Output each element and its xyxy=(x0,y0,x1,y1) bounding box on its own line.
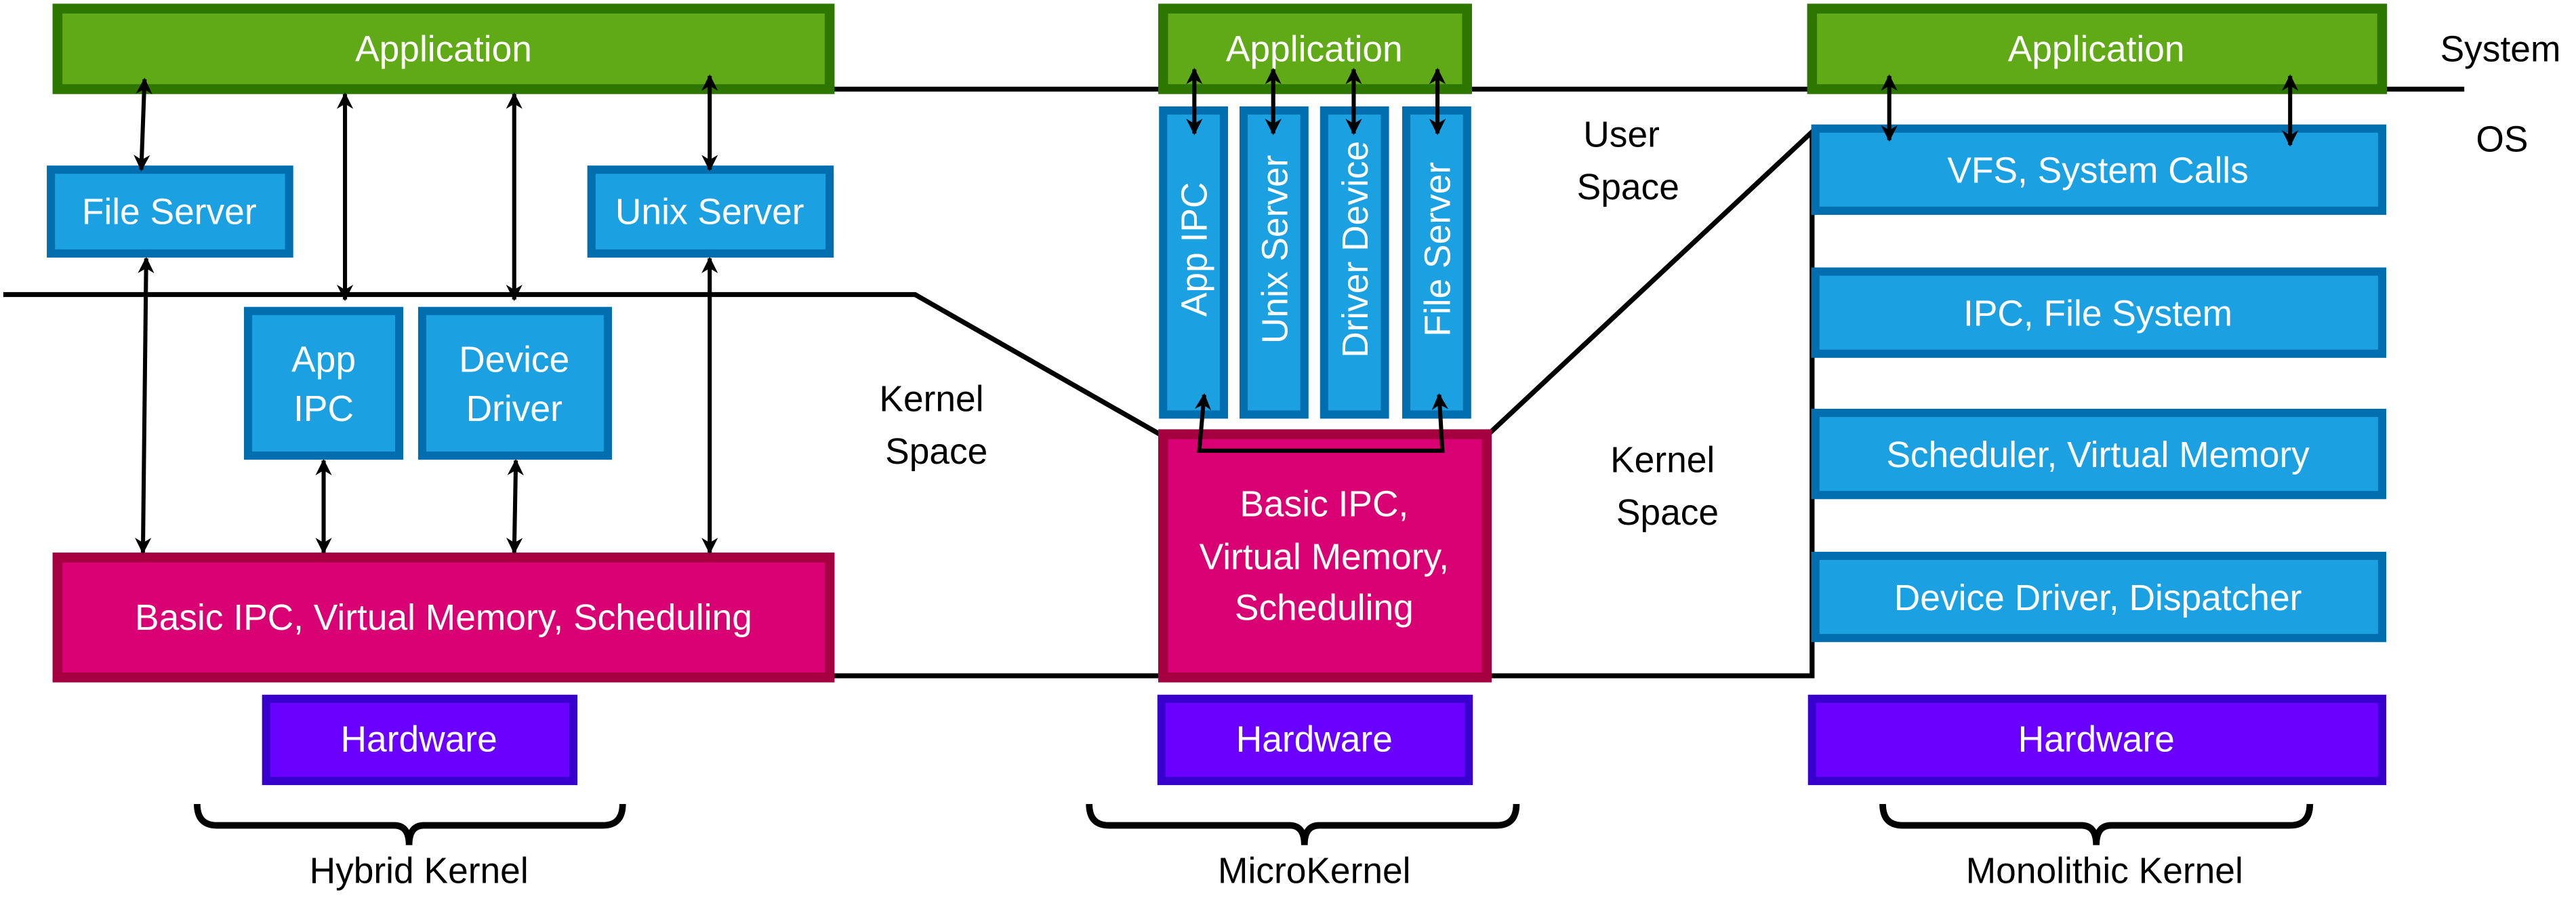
hybrid-kernel-column: Application File Server Unix Server App … xyxy=(47,3,987,891)
hybrid-kernel-title: Hybrid Kernel xyxy=(310,851,529,891)
arrow-appipc-fileserver-loop xyxy=(1194,393,1448,453)
micro-kernel-column: Application App IPC Unix Server Driver Dev… xyxy=(1086,3,1679,891)
micro-kernel-label-line2: Virtual Memory, xyxy=(1200,537,1449,577)
hybrid-file-server-box[interactable]: File Server xyxy=(47,165,293,258)
hybrid-file-server-label: File Server xyxy=(82,192,257,232)
hybrid-hardware-label: Hardware xyxy=(341,719,497,759)
micro-driver-device-label: Driver Device xyxy=(1336,141,1376,358)
hybrid-kernel-label: Basic IPC, Virtual Memory, Scheduling xyxy=(135,598,752,638)
hybrid-device-driver-box[interactable]: Device Driver xyxy=(417,306,612,460)
hybrid-app-ipc-label-line1: App xyxy=(291,340,356,380)
micro-brace-icon xyxy=(1086,803,1520,845)
mono-scheduler-virtual-memory-box[interactable]: Scheduler, Virtual Memory xyxy=(1811,408,2387,500)
micro-kernel-label-line3: Scheduling xyxy=(1235,588,1414,628)
micro-user-space-label-line1: User xyxy=(1583,115,1660,155)
hybrid-application-box[interactable]: Application xyxy=(52,3,835,94)
hybrid-brace-icon xyxy=(194,803,626,845)
mono-vfs-system-calls-box[interactable]: VFS, System Calls xyxy=(1811,124,2387,215)
system-label: System xyxy=(2440,29,2561,69)
mono-ipc-file-system-label: IPC, File System xyxy=(1963,294,2232,334)
micro-hardware-label: Hardware xyxy=(1236,719,1393,759)
micro-user-space-label-line2: Space xyxy=(1577,167,1679,207)
hybrid-app-ipc-box[interactable]: App IPC xyxy=(243,306,404,460)
arrow-app-fileserver xyxy=(134,77,152,172)
mono-scheduler-virtual-memory-label: Scheduler, Virtual Memory xyxy=(1886,435,2310,475)
micro-right-boundary-line xyxy=(1486,126,1815,679)
mono-application-label: Application xyxy=(2008,29,2185,69)
mono-brace-icon xyxy=(1879,803,2314,845)
mono-application-box[interactable]: Application xyxy=(1807,3,2388,94)
micro-app-ipc-label: App IPC xyxy=(1175,182,1215,317)
micro-kernel-ipc-arrows xyxy=(1194,393,1448,453)
hybrid-app-ipc-label-line2: IPC xyxy=(293,389,354,429)
micro-kernel-title: MicroKernel xyxy=(1218,851,1411,891)
arrow-devicedriver-kernel xyxy=(506,458,524,555)
hybrid-device-driver-label-line2: Driver xyxy=(466,389,563,429)
micro-file-server-label: File Server xyxy=(1418,162,1458,337)
hybrid-device-driver-label-line1: Device xyxy=(459,340,569,380)
mono-kernel-space-label-line2: Space xyxy=(1616,493,1719,533)
hybrid-kernel-space-label-line1: Kernel xyxy=(879,380,983,420)
mono-vfs-system-calls-label: VFS, System Calls xyxy=(1947,151,2248,191)
micro-driver-device-box[interactable]: Driver Device xyxy=(1320,106,1389,419)
mono-kernel-title: Monolithic Kernel xyxy=(1966,851,2243,891)
micro-app-ipc-box[interactable]: App IPC xyxy=(1159,106,1229,419)
micro-application-box[interactable]: Application xyxy=(1158,3,1472,94)
mono-arrows xyxy=(1881,74,2299,147)
hybrid-kernel-space-label-line2: Space xyxy=(885,432,987,472)
arrow-fileserver-kernel xyxy=(135,256,155,555)
micro-kernel-label-line1: Basic IPC, xyxy=(1240,485,1408,525)
micro-servers: App IPC Unix Server Driver Device File Serv… xyxy=(1159,67,1471,419)
hybrid-unix-server-box[interactable]: Unix Server xyxy=(587,165,834,258)
mono-kernel-space-label-line1: Kernel xyxy=(1610,440,1715,480)
hybrid-hardware-box[interactable]: Hardware xyxy=(262,694,578,786)
hybrid-application-label: Application xyxy=(355,29,532,69)
hybrid-kernel-box[interactable]: Basic IPC, Virtual Memory, Scheduling xyxy=(52,553,835,683)
micro-application-label: Application xyxy=(1226,29,1403,69)
mono-ipc-file-system-box[interactable]: IPC, File System xyxy=(1811,267,2387,358)
mono-hardware-label: Hardware xyxy=(2018,719,2175,759)
micro-unix-server-box[interactable]: Unix Server xyxy=(1239,106,1309,419)
micro-hardware-box[interactable]: Hardware xyxy=(1157,694,1473,786)
micro-unix-server-label: Unix Server xyxy=(1255,155,1295,344)
mono-device-driver-dispatcher-label: Device Driver, Dispatcher xyxy=(1894,578,2302,618)
micro-file-server-box[interactable]: File Server xyxy=(1402,106,1471,419)
os-label: OS xyxy=(2476,120,2528,160)
hybrid-user-kernel-boundary-line xyxy=(3,292,1162,437)
micro-kernel-box[interactable]: Basic IPC, Virtual Memory, Scheduling xyxy=(1158,429,1492,683)
mono-device-driver-dispatcher-box[interactable]: Device Driver, Dispatcher xyxy=(1811,551,2387,643)
hybrid-unix-server-label: Unix Server xyxy=(615,192,804,232)
mono-hardware-box[interactable]: Hardware xyxy=(1807,694,2387,786)
hybrid-arrows xyxy=(134,74,718,555)
